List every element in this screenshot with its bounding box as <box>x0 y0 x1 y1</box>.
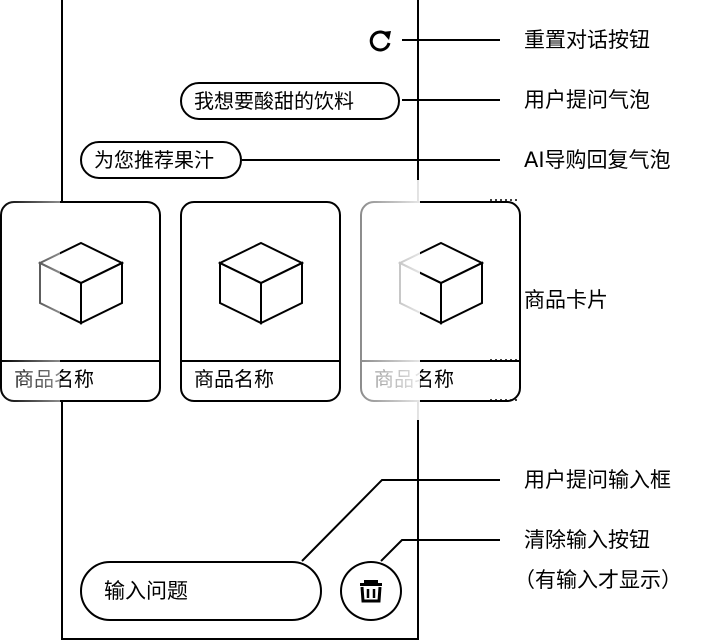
card-divider <box>362 360 519 362</box>
annotation-ai-bubble: AI导购回复气泡 <box>524 148 671 172</box>
trash-icon <box>360 580 382 603</box>
clear-input-button[interactable] <box>340 561 402 621</box>
reset-icon[interactable] <box>367 27 395 55</box>
ai-reply-bubble: 为您推荐果汁 <box>80 141 242 179</box>
annotation-input-box: 用户提问输入框 <box>524 468 671 492</box>
user-question-bubble: 我想要酸甜的饮料 <box>180 82 400 120</box>
cube-icon <box>218 241 304 325</box>
product-name: 商品名称 <box>194 367 274 391</box>
annotation-clear-note: （有输入才显示） <box>514 568 682 592</box>
ai-reply-text: 为您推荐果汁 <box>94 148 214 172</box>
annotation-user-bubble: 用户提问气泡 <box>524 88 650 112</box>
annotation-product-card: 商品卡片 <box>524 288 608 312</box>
annotation-clear-button: 清除输入按钮 <box>524 528 650 552</box>
card-divider <box>182 360 339 362</box>
question-input[interactable]: 输入问题 <box>80 561 322 621</box>
card-divider <box>2 360 159 362</box>
input-placeholder: 输入问题 <box>104 579 188 603</box>
annotation-reset: 重置对话按钮 <box>524 28 650 52</box>
user-question-text: 我想要酸甜的饮料 <box>194 89 354 113</box>
product-card[interactable]: 商品名称 <box>180 201 341 402</box>
